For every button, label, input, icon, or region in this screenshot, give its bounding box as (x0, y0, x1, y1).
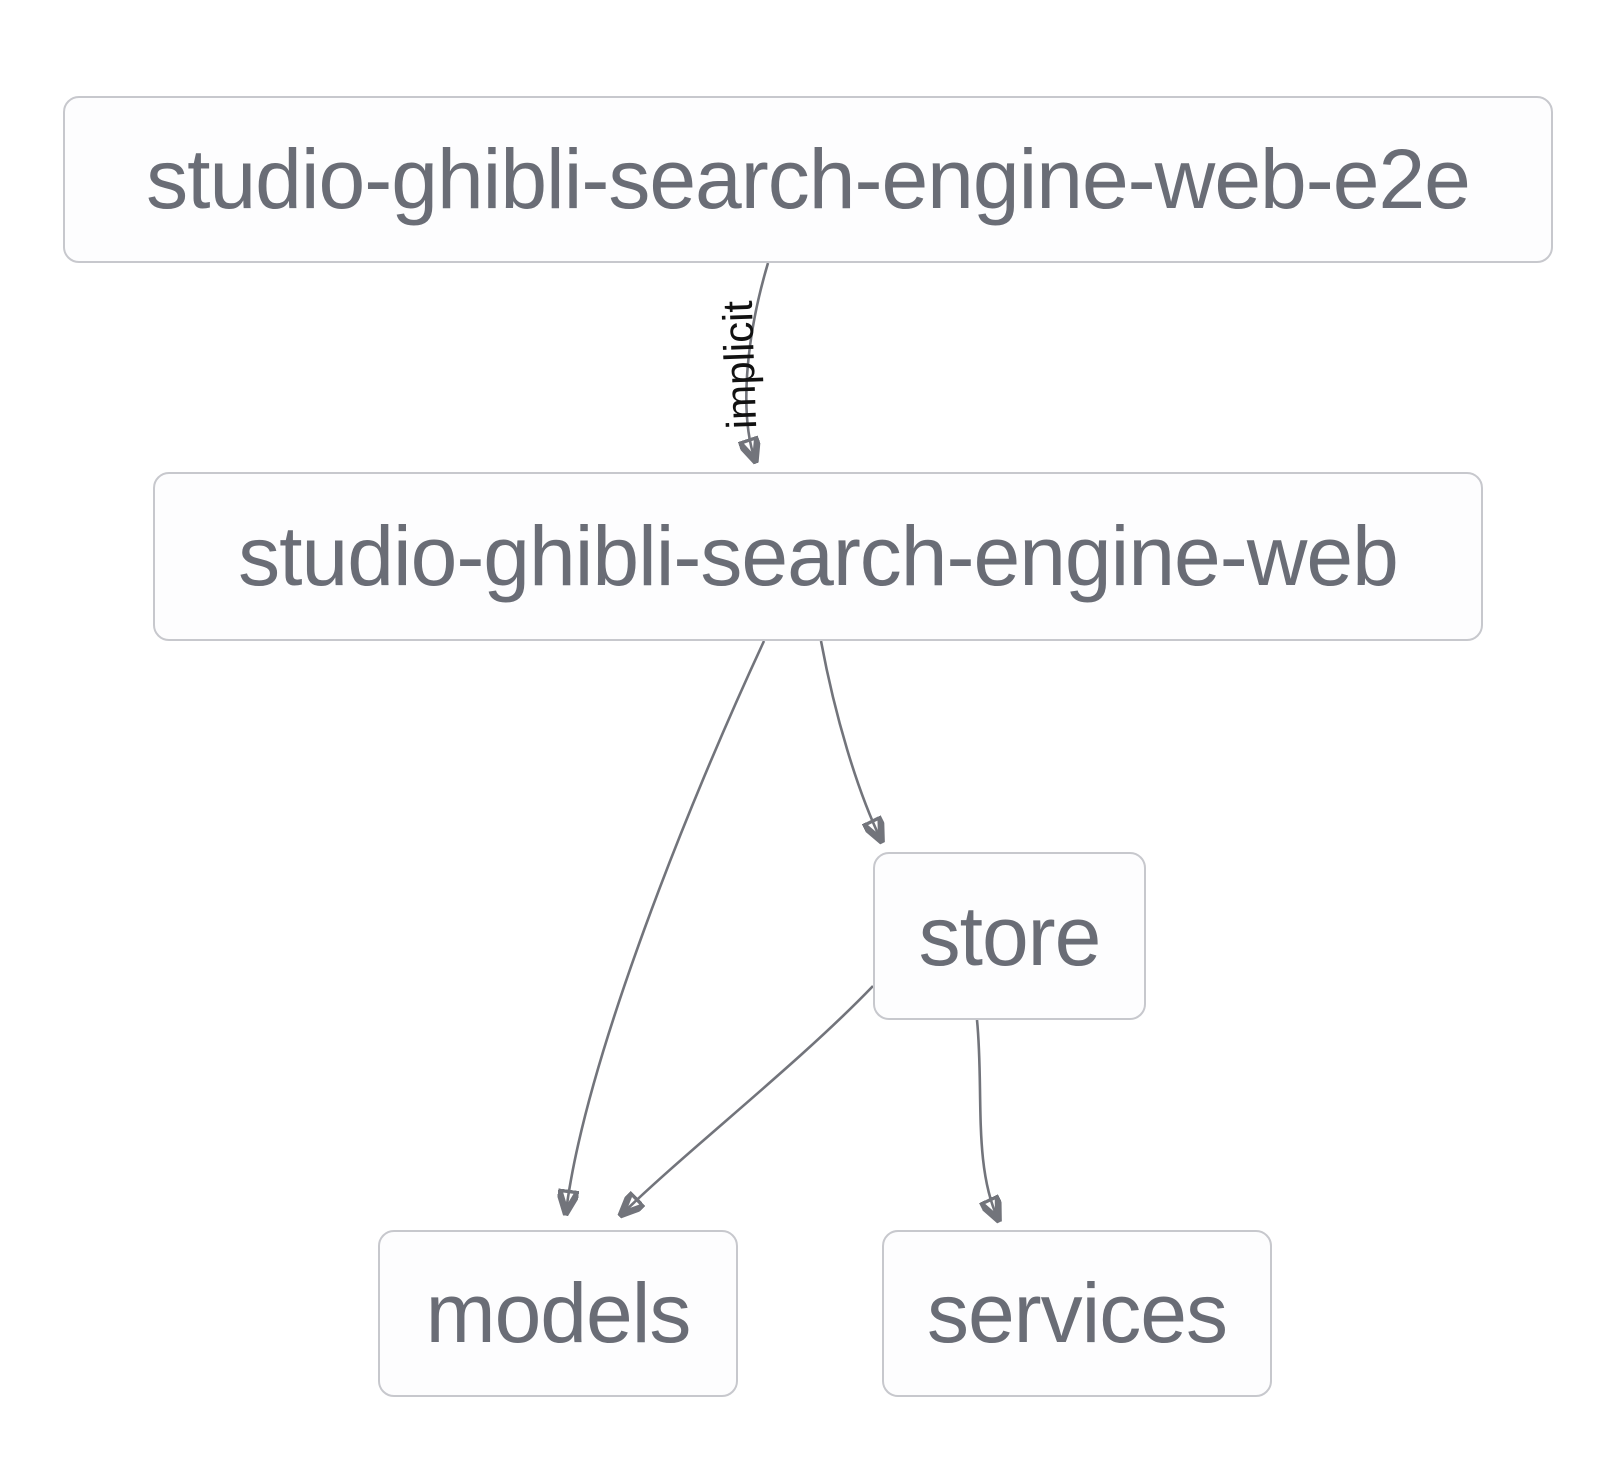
edge-store-to-services (975, 1019, 998, 1219)
project-node-store[interactable]: store (873, 852, 1146, 1020)
project-node-studio-ghibli-search-engine-web[interactable]: studio-ghibli-search-engine-web (153, 472, 1483, 641)
project-node-services[interactable]: services (882, 1230, 1272, 1397)
project-node-label: models (425, 1266, 692, 1360)
project-node-label: studio-ghibli-search-engine-web-e2e (146, 132, 1471, 226)
edge-store-to-models (622, 985, 874, 1214)
project-node-studio-ghibli-search-engine-web-e2e[interactable]: studio-ghibli-search-engine-web-e2e (63, 96, 1553, 263)
edge-web-to-models (566, 640, 766, 1212)
project-node-label: services (926, 1266, 1228, 1360)
project-node-label: studio-ghibli-search-engine-web (238, 509, 1399, 603)
project-node-models[interactable]: models (378, 1230, 738, 1397)
project-node-label: store (918, 888, 1102, 983)
edge-web-to-store (819, 640, 881, 840)
edge-label-implicit: implicit (713, 300, 766, 430)
